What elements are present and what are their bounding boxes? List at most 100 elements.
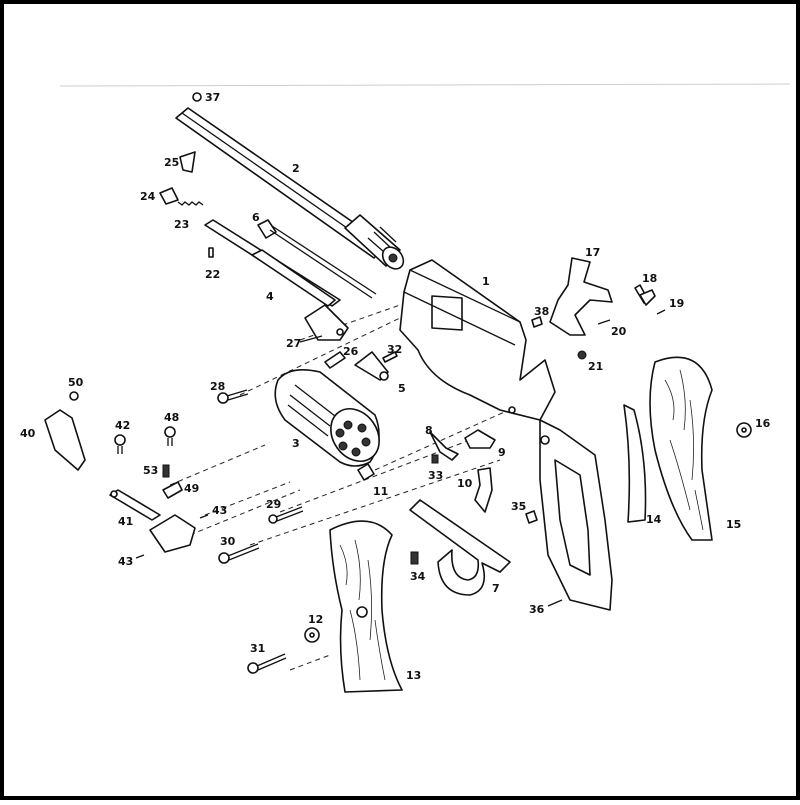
part-31-screw bbox=[247, 653, 287, 674]
part-15-grip-right bbox=[649, 356, 713, 541]
part-35-screw bbox=[525, 510, 538, 524]
part-10-trigger bbox=[474, 467, 493, 513]
callout-25: 25 bbox=[164, 156, 179, 169]
callout-43-lower: 43 bbox=[118, 555, 133, 568]
callout-6: 6 bbox=[252, 211, 260, 224]
part-43-screw-upper bbox=[199, 514, 209, 519]
callout-7: 7 bbox=[492, 582, 500, 595]
assembly-guide-lines bbox=[169, 304, 521, 671]
part-6-loading-plunger bbox=[257, 219, 377, 299]
part-29-screw bbox=[268, 506, 304, 524]
part-2-barrel bbox=[175, 107, 405, 270]
callout-37: 37 bbox=[205, 91, 220, 104]
callout-43-upper: 43 bbox=[212, 504, 227, 517]
callout-10: 10 bbox=[457, 477, 473, 490]
part-callouts: 1 2 3 4 5 6 7 8 9 10 11 12 13 14 15 16 1… bbox=[20, 91, 771, 682]
part-19-screw bbox=[656, 309, 666, 315]
part-34-screw bbox=[410, 551, 419, 565]
callout-40: 40 bbox=[20, 427, 36, 440]
part-7-trigger-guard bbox=[409, 499, 511, 596]
callout-23: 23 bbox=[174, 218, 189, 231]
callout-24: 24 bbox=[140, 190, 156, 203]
part-23-latch-spring bbox=[177, 201, 204, 206]
callout-8: 8 bbox=[425, 424, 433, 437]
part-5-lever-latch bbox=[354, 351, 389, 381]
callout-48: 48 bbox=[164, 411, 179, 424]
callout-34: 34 bbox=[410, 570, 426, 583]
callout-21: 21 bbox=[588, 360, 603, 373]
part-30-screw bbox=[218, 543, 260, 564]
callout-5: 5 bbox=[398, 382, 406, 395]
part-50-screw bbox=[69, 391, 79, 401]
part-26-pin bbox=[324, 351, 346, 369]
part-41-lever bbox=[109, 489, 196, 553]
callout-15: 15 bbox=[726, 518, 741, 531]
callout-18: 18 bbox=[642, 272, 657, 285]
callout-38: 38 bbox=[534, 305, 549, 318]
part-17-hammer bbox=[549, 257, 613, 336]
part-12-washer bbox=[304, 627, 320, 643]
callout-11: 11 bbox=[373, 485, 388, 498]
part-4-loading-lever bbox=[204, 219, 349, 341]
part-20-screw bbox=[597, 319, 611, 325]
callout-41: 41 bbox=[118, 515, 133, 528]
part-21-nut bbox=[577, 350, 587, 360]
callout-2: 2 bbox=[292, 162, 300, 175]
callout-29: 29 bbox=[266, 498, 281, 511]
callout-28: 28 bbox=[210, 380, 225, 393]
callout-53: 53 bbox=[143, 464, 158, 477]
part-32-pin bbox=[382, 351, 398, 363]
callout-16: 16 bbox=[755, 417, 771, 430]
callout-42: 42 bbox=[115, 419, 130, 432]
part-8-pin bbox=[429, 431, 459, 461]
callout-13: 13 bbox=[406, 669, 421, 682]
part-27-screw bbox=[299, 335, 323, 343]
part-1-frame bbox=[399, 259, 613, 611]
part-49-spring bbox=[162, 481, 183, 499]
callout-32: 32 bbox=[387, 343, 402, 356]
callout-14: 14 bbox=[646, 513, 662, 526]
scan-line bbox=[59, 83, 791, 87]
part-48-screw bbox=[164, 426, 176, 446]
callout-26: 26 bbox=[343, 345, 359, 358]
callout-22: 22 bbox=[205, 268, 220, 281]
part-37-front-sight bbox=[192, 92, 202, 102]
callout-27: 27 bbox=[286, 337, 301, 350]
callout-35: 35 bbox=[511, 500, 526, 513]
callout-17: 17 bbox=[585, 246, 600, 259]
part-33-screw bbox=[431, 454, 439, 464]
callout-4: 4 bbox=[266, 290, 274, 303]
callout-50: 50 bbox=[68, 376, 84, 389]
part-3-cylinder bbox=[274, 369, 380, 467]
callout-9: 9 bbox=[498, 446, 506, 459]
callout-31: 31 bbox=[250, 642, 265, 655]
part-43-screw-lower bbox=[135, 554, 145, 559]
part-18-hand bbox=[634, 284, 656, 306]
callout-33: 33 bbox=[428, 469, 443, 482]
callout-3: 3 bbox=[292, 437, 300, 450]
callout-36: 36 bbox=[529, 603, 545, 616]
part-42-screw bbox=[114, 434, 126, 454]
part-14-mainspring bbox=[623, 404, 647, 523]
part-22-pin bbox=[208, 247, 214, 258]
part-40-sight bbox=[44, 409, 86, 471]
part-28-screw bbox=[217, 389, 249, 404]
part-9-bolt bbox=[464, 429, 496, 449]
callout-30: 30 bbox=[220, 535, 236, 548]
part-36-pin bbox=[547, 599, 563, 607]
part-53-spring bbox=[162, 464, 170, 478]
callout-12: 12 bbox=[308, 613, 323, 626]
callout-49: 49 bbox=[184, 482, 199, 495]
part-16-washer bbox=[736, 422, 752, 438]
callout-1: 1 bbox=[482, 275, 490, 288]
callout-20: 20 bbox=[611, 325, 627, 338]
part-11-nipple bbox=[357, 463, 375, 481]
part-13-grip-left bbox=[329, 520, 403, 693]
part-25-wedge bbox=[179, 151, 196, 173]
part-38-screw bbox=[531, 316, 543, 328]
callout-19: 19 bbox=[669, 297, 684, 310]
part-24-latch bbox=[159, 187, 179, 205]
